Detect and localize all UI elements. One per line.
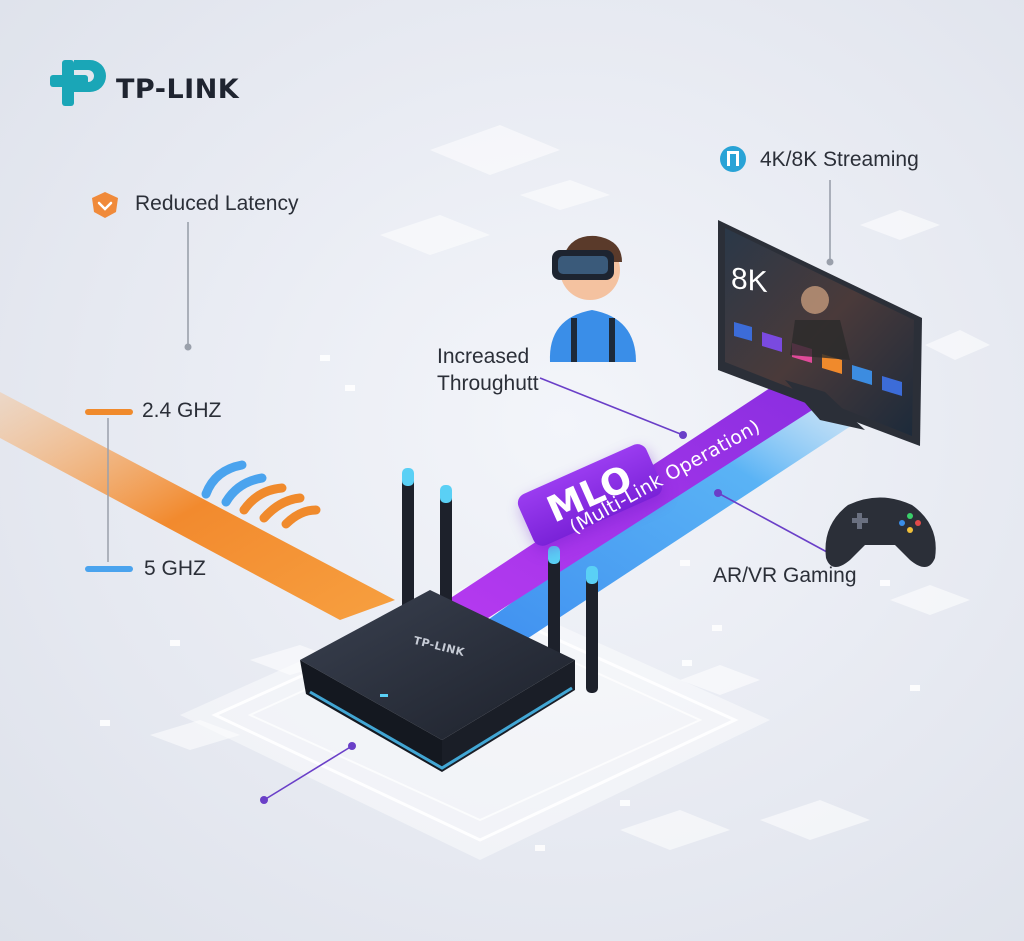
throughput-label-line1: Increased <box>437 345 530 368</box>
throughput-label: Increased Throughutt <box>437 343 539 397</box>
brand-name: TP-LINK <box>116 74 240 105</box>
streaming-label: 4K/8K Streaming <box>760 148 919 171</box>
arvr-gaming-label: AR/VR Gaming <box>713 564 857 587</box>
background-decor <box>150 125 990 850</box>
router <box>300 468 598 772</box>
tv-resolution-text: 8K <box>731 261 768 300</box>
band-24-label: 2.4 GHZ <box>142 399 222 422</box>
band-5-label: 5 GHZ <box>144 557 206 580</box>
throughput-label-line2: Throughutt <box>437 372 539 395</box>
reduced-latency-label: Reduced Latency <box>135 192 299 215</box>
streaming-icon <box>720 146 746 172</box>
gamepad-icon <box>825 497 936 568</box>
wifi-signal-icon <box>201 460 321 529</box>
tp-link-logo-icon <box>50 60 106 106</box>
vr-user-icon <box>549 235 636 362</box>
band-5-stream <box>460 395 860 650</box>
latency-icon <box>92 192 118 218</box>
background-dots <box>100 355 920 851</box>
tv <box>718 220 922 446</box>
band-24-stream <box>0 392 395 620</box>
connector-lines <box>184 180 842 804</box>
